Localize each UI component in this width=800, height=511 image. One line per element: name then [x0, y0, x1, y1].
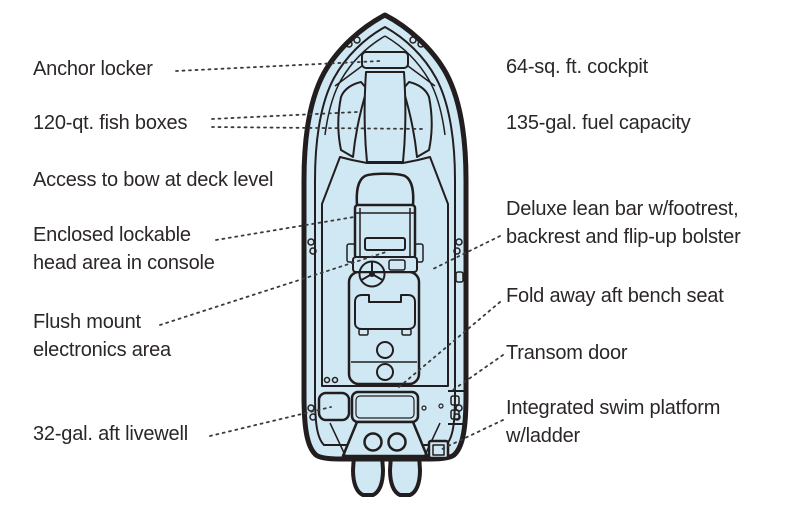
- label-transom-door: Transom door: [506, 342, 628, 364]
- motor-well: [329, 420, 441, 458]
- leader-swim-platform: [441, 419, 504, 450]
- electronics-flush-mount-area: [364, 237, 406, 251]
- fish-boxes-hatches: [337, 81, 433, 158]
- transom-door-shape: [448, 390, 465, 425]
- lean-bar-unit: [347, 270, 421, 386]
- leader-livewell: [209, 406, 332, 437]
- label-fuel-capacity: 135-gal. fuel capacity: [506, 112, 691, 134]
- center-console: [346, 172, 424, 288]
- label-electronics: Flush mount electronics area: [33, 311, 171, 361]
- label-aft-bench: Fold away aft bench seat: [506, 285, 724, 307]
- bow-walkway: [363, 71, 407, 163]
- fold-away-bench-seat: [350, 390, 420, 424]
- label-head-area: Enclosed lockable head area in console: [33, 224, 215, 274]
- label-aft-livewell: 32-gal. aft livewell: [33, 423, 188, 445]
- label-lean-bar: Deluxe lean bar w/footrest, backrest and…: [506, 198, 741, 248]
- label-swim-platform: Integrated swim platform w/ladder: [506, 397, 721, 447]
- leader-fish-box-stbd: [211, 126, 426, 130]
- label-fish-boxes: 120-qt. fish boxes: [33, 112, 188, 134]
- leader-head-area: [215, 216, 355, 241]
- leader-aft-bench: [398, 301, 501, 388]
- leader-lean-bar: [430, 235, 501, 271]
- leader-transom-door: [449, 354, 504, 393]
- leader-lines: [159, 60, 504, 450]
- label-anchor-locker: Anchor locker: [33, 58, 153, 80]
- anchor-locker-hatch: [334, 51, 436, 87]
- aft-deck: [323, 376, 444, 411]
- aft-livewell-hatch: [317, 391, 351, 422]
- label-cockpit: 64-sq. ft. cockpit: [506, 56, 649, 78]
- outboard-engines: [351, 453, 422, 497]
- label-bow-access: Access to bow at deck level: [33, 169, 274, 191]
- leader-electronics: [159, 251, 387, 326]
- leader-anchor-locker: [175, 60, 381, 72]
- bow-cleats: [345, 36, 425, 48]
- swim-platform-ladder: [427, 439, 450, 460]
- leader-fish-box-port: [211, 111, 358, 120]
- steering-wheel: [358, 260, 386, 288]
